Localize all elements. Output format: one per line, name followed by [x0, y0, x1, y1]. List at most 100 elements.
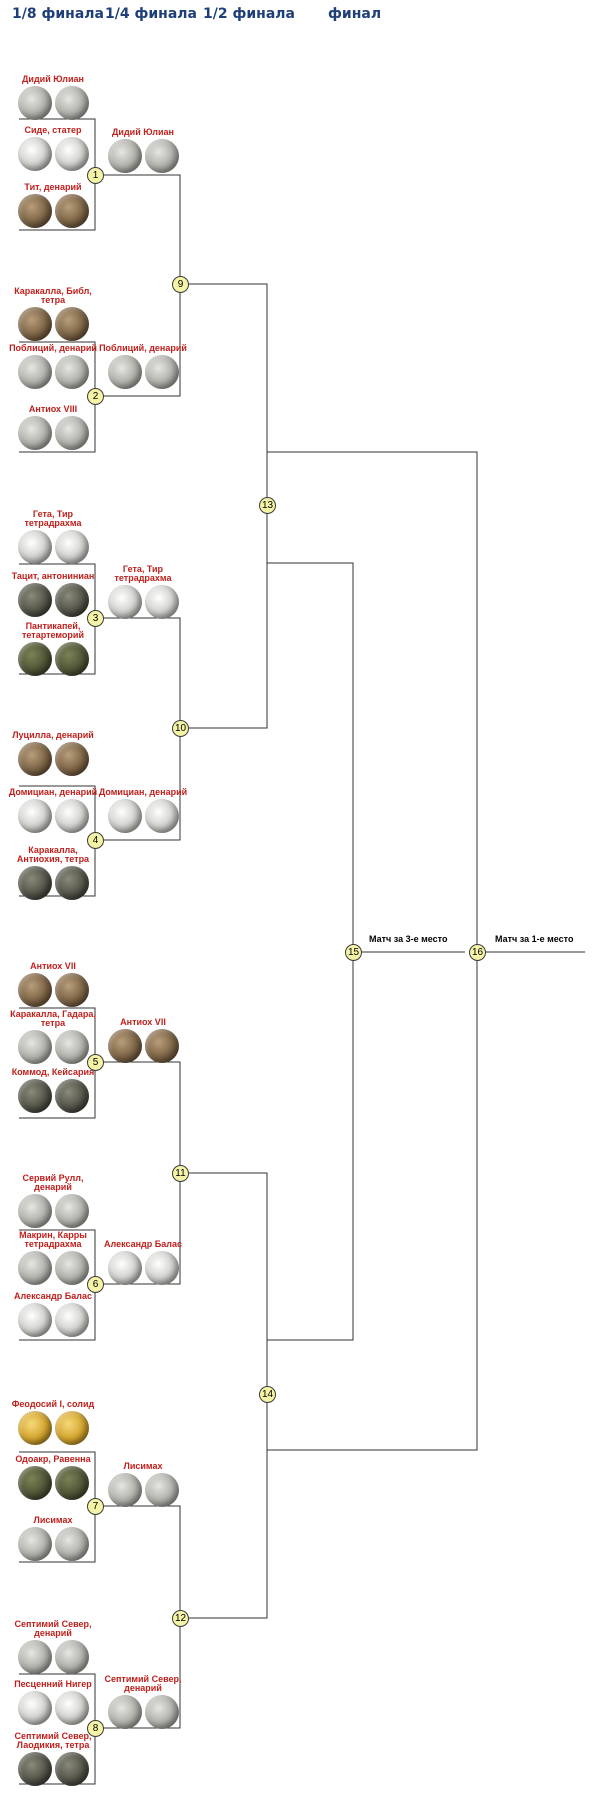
coin-obverse [17, 1303, 52, 1337]
entry-septimius-severus-denarius: Септимий Север, денарий [8, 1620, 98, 1674]
coin-label: Одоакр, Равенна [15, 1454, 91, 1464]
coin-obverse [107, 355, 142, 389]
third-place-label: Матч за 3-е место [369, 934, 448, 944]
match-node-3: 3 [87, 610, 104, 627]
coin-label: Сервий Рулл, денарий [22, 1173, 84, 1192]
coin-label: Антиох VII [30, 961, 76, 971]
coin-obverse [17, 973, 52, 1007]
coin-reverse [144, 1695, 179, 1729]
entry-alexander-balas: Александр Балас [8, 1292, 98, 1337]
coin-obverse [107, 1029, 142, 1063]
coin-reverse [144, 355, 179, 389]
coin-obverse [107, 585, 142, 619]
coin-obverse [17, 866, 52, 900]
coin-reverse [54, 973, 89, 1007]
entry-side-stater: Сиде, статер [8, 126, 98, 171]
quarter-entry-8: Септимий Север, денарий [98, 1675, 188, 1729]
coin-reverse [144, 799, 179, 833]
entry-geta-tyre: Гета, Тир тетрадрахма [8, 510, 98, 564]
entry-septimius-severus-laodicea: Септимий Север, Лаодикия, тетра [8, 1732, 98, 1786]
coin-obverse [17, 1079, 52, 1113]
coin-obverse [17, 742, 52, 776]
match-node-8: 8 [87, 1720, 104, 1737]
coin-obverse [17, 1194, 52, 1228]
match-node-12: 12 [172, 1610, 189, 1627]
entry-poblicius: Поблиций, денарий [8, 344, 98, 389]
coin-reverse [144, 585, 179, 619]
coin-obverse [107, 139, 142, 173]
coin-reverse [54, 1251, 89, 1285]
coin-label: Каракалла, Гадара, тетра [10, 1009, 96, 1028]
coin-reverse [54, 194, 89, 228]
match-node-1: 1 [87, 167, 104, 184]
coin-label: Септимий Север, денарий [104, 1674, 182, 1693]
coin-obverse [107, 1473, 142, 1507]
coin-obverse [17, 583, 52, 617]
match-node-4: 4 [87, 832, 104, 849]
coin-reverse [54, 642, 89, 676]
coin-label: Поблиций, денарий [9, 343, 97, 353]
coin-obverse [107, 799, 142, 833]
entry-odoacer-ravenna: Одоакр, Равенна [8, 1455, 98, 1500]
coin-label: Тит, денарий [24, 182, 82, 192]
coin-reverse [54, 1030, 89, 1064]
entry-panticapaeum: Пантикапей, тетартеморий [8, 622, 98, 676]
match-node-7: 7 [87, 1498, 104, 1515]
coin-label: Гета, Тир тетрадрахма [24, 509, 82, 528]
entry-caracalla-gadara: Каракалла, Гадара, тетра [8, 1010, 98, 1064]
coin-reverse [144, 1251, 179, 1285]
match-node-6: 6 [87, 1276, 104, 1293]
entry-commodus-caesarea: Коммод, Кейсария [8, 1068, 98, 1113]
coin-label: Феодосий I, солид [11, 1399, 95, 1409]
quarter-entry-1: Дидий Юлиан [98, 128, 188, 173]
match-node-5: 5 [87, 1054, 104, 1071]
coin-label: Домициан, денарий [98, 787, 188, 797]
coin-label: Септимий Север, Лаодикия, тетра [14, 1731, 92, 1750]
entry-lysimachus: Лисимах [8, 1516, 98, 1561]
coin-obverse [107, 1695, 142, 1729]
coin-label: Александр Балас [14, 1291, 92, 1301]
coin-obverse [17, 799, 52, 833]
coin-label: Домициан, денарий [8, 787, 98, 797]
entry-pescennius-niger: Песценний Нигер [8, 1680, 98, 1725]
coin-reverse [54, 1752, 89, 1786]
entry-caracalla-byblos: Каракалла, Библ, тетра [8, 287, 98, 341]
coin-reverse [54, 866, 89, 900]
coin-label: Каракалла, Антиохия, тетра [16, 845, 90, 864]
entry-domitian: Домициан, денарий [8, 788, 98, 833]
quarter-entry-2: Поблиций, денарий [98, 344, 188, 389]
coin-label: Сиде, статер [24, 125, 82, 135]
quarter-entry-7: Лисимах [98, 1462, 188, 1507]
coin-label: Пантикапей, тетартеморий [22, 621, 84, 640]
coin-reverse [54, 1691, 89, 1725]
coin-obverse [17, 1030, 52, 1064]
coin-label: Поблиций, денарий [99, 343, 187, 353]
coin-reverse [54, 416, 89, 450]
match-node-9: 9 [172, 276, 189, 293]
coin-obverse [17, 1411, 52, 1445]
entry-theodosius-solidus: Феодосий I, солид [8, 1400, 98, 1445]
coin-reverse [54, 1079, 89, 1113]
quarter-entry-3: Гета, Тир тетрадрахма [98, 565, 188, 619]
coin-reverse [54, 1303, 89, 1337]
coin-reverse [54, 1194, 89, 1228]
entry-didius-julianus: Дидий Юлиан [8, 75, 98, 120]
coin-obverse [17, 1466, 52, 1500]
coin-label: Лисимах [123, 1461, 163, 1471]
coin-obverse [17, 1640, 52, 1674]
header-final: финал [328, 6, 382, 22]
first-place-label: Матч за 1-е место [495, 934, 574, 944]
coin-label: Лисимах [33, 1515, 73, 1525]
coin-reverse [54, 1527, 89, 1561]
entry-titus-denarius: Тит, денарий [8, 183, 98, 228]
coin-reverse [54, 137, 89, 171]
entry-antiochus-vii: Антиох VII [8, 962, 98, 1007]
coin-obverse [17, 86, 52, 120]
coin-label: Септимий Север, денарий [14, 1619, 92, 1638]
coin-label: Антиох VII [120, 1017, 166, 1027]
quarter-entry-5: Антиох VII [98, 1018, 188, 1063]
match-node-14: 14 [259, 1386, 276, 1403]
coin-reverse [54, 530, 89, 564]
coin-reverse [144, 139, 179, 173]
coin-label: Антиох VIII [28, 404, 78, 414]
